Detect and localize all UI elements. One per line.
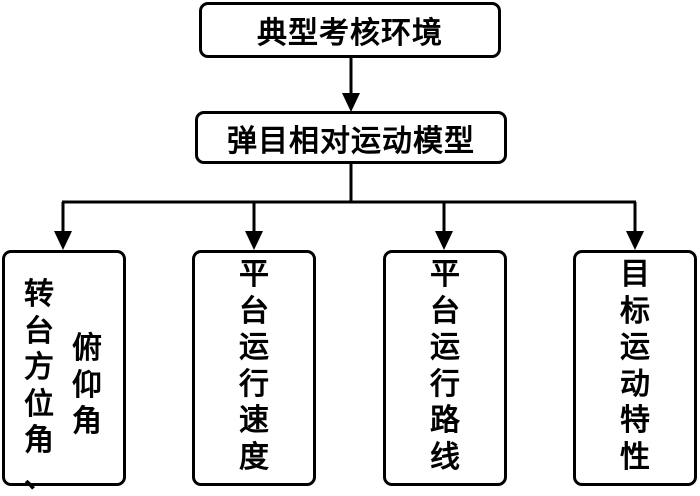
- vertical-char: 路: [430, 403, 460, 440]
- vertical-char: 台: [239, 294, 269, 331]
- vertical-char: 方: [24, 350, 54, 387]
- vertical-char: 目: [620, 257, 650, 294]
- arrowhead-leaf-4: [626, 231, 644, 250]
- arrowhead-middle: [342, 93, 360, 112]
- vertical-char: 性: [620, 440, 650, 477]
- vertical-char: 运: [239, 330, 269, 367]
- node-leaf-1-main-column: 转台方位角、: [21, 277, 57, 496]
- arrowhead-leaf-2: [245, 231, 263, 250]
- vertical-char: 转: [24, 277, 54, 314]
- node-leaf-3: 平台运行路线: [383, 250, 507, 486]
- node-leaf-2: 平台运行速度: [192, 250, 316, 486]
- vertical-char: 平: [239, 257, 269, 294]
- vertical-char: 角: [24, 423, 54, 460]
- node-middle-label: 弹目相对运动模型: [227, 116, 475, 160]
- node-top-label: 典型考核环境: [257, 8, 443, 52]
- vertical-char: 、: [24, 460, 54, 496]
- node-leaf-4: 目标运动特性: [573, 250, 697, 486]
- vertical-char: 台: [430, 294, 460, 331]
- vertical-char: 平: [430, 257, 460, 294]
- vertical-char: 角: [72, 404, 102, 441]
- vertical-char: 速: [239, 403, 269, 440]
- vertical-char: 线: [430, 440, 460, 477]
- vertical-char: 行: [430, 367, 460, 404]
- vertical-char: 仰: [72, 368, 102, 405]
- vertical-char: 特: [620, 403, 650, 440]
- vertical-char: 度: [239, 440, 269, 477]
- node-leaf-3-main-column: 平台运行路线: [427, 257, 463, 476]
- arrowhead-leaf-3: [435, 231, 453, 250]
- vertical-char: 标: [620, 294, 650, 331]
- node-leaf-2-main-column: 平台运行速度: [236, 257, 272, 476]
- node-leaf-1-side-column: 俯仰角: [69, 331, 105, 441]
- node-leaf-1: 转台方位角、 俯仰角: [2, 250, 126, 486]
- arrowhead-leaf-1: [54, 231, 72, 250]
- vertical-char: 行: [239, 367, 269, 404]
- vertical-char: 动: [620, 367, 650, 404]
- vertical-char: 俯: [72, 331, 102, 368]
- vertical-char: 台: [24, 314, 54, 351]
- node-top: 典型考核环境: [199, 2, 501, 58]
- node-middle: 弹目相对运动模型: [195, 111, 507, 164]
- vertical-char: 运: [620, 330, 650, 367]
- vertical-char: 运: [430, 330, 460, 367]
- node-leaf-4-main-column: 目标运动特性: [617, 257, 653, 476]
- vertical-char: 位: [24, 387, 54, 424]
